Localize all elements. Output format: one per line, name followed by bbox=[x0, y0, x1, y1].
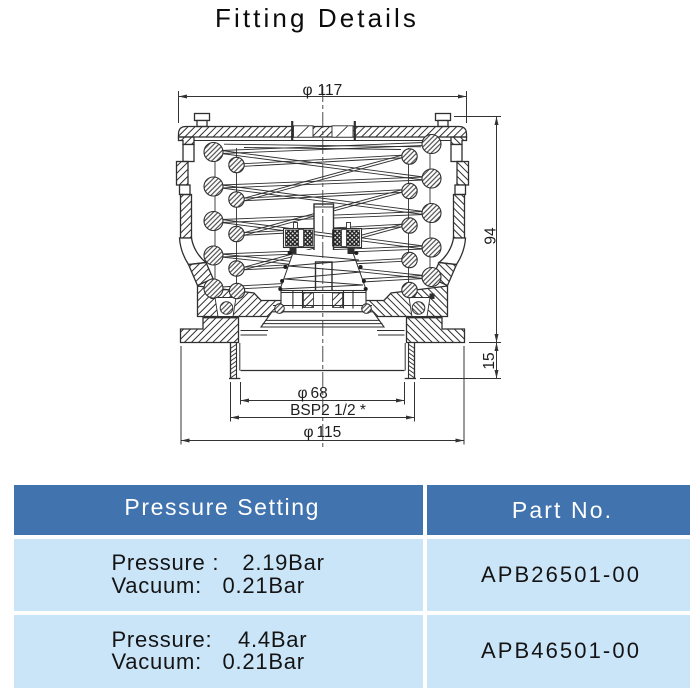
svg-text:94: 94 bbox=[483, 227, 500, 245]
svg-text:68: 68 bbox=[311, 385, 328, 402]
svg-text:BSP2 1/2 *: BSP2 1/2 * bbox=[290, 402, 366, 419]
svg-text:115: 115 bbox=[317, 424, 342, 441]
svg-text:φ: φ bbox=[303, 424, 313, 441]
svg-text:15: 15 bbox=[481, 352, 498, 369]
svg-text:φ: φ bbox=[297, 385, 307, 402]
svg-text:117: 117 bbox=[318, 82, 343, 99]
svg-text:φ: φ bbox=[302, 82, 312, 99]
